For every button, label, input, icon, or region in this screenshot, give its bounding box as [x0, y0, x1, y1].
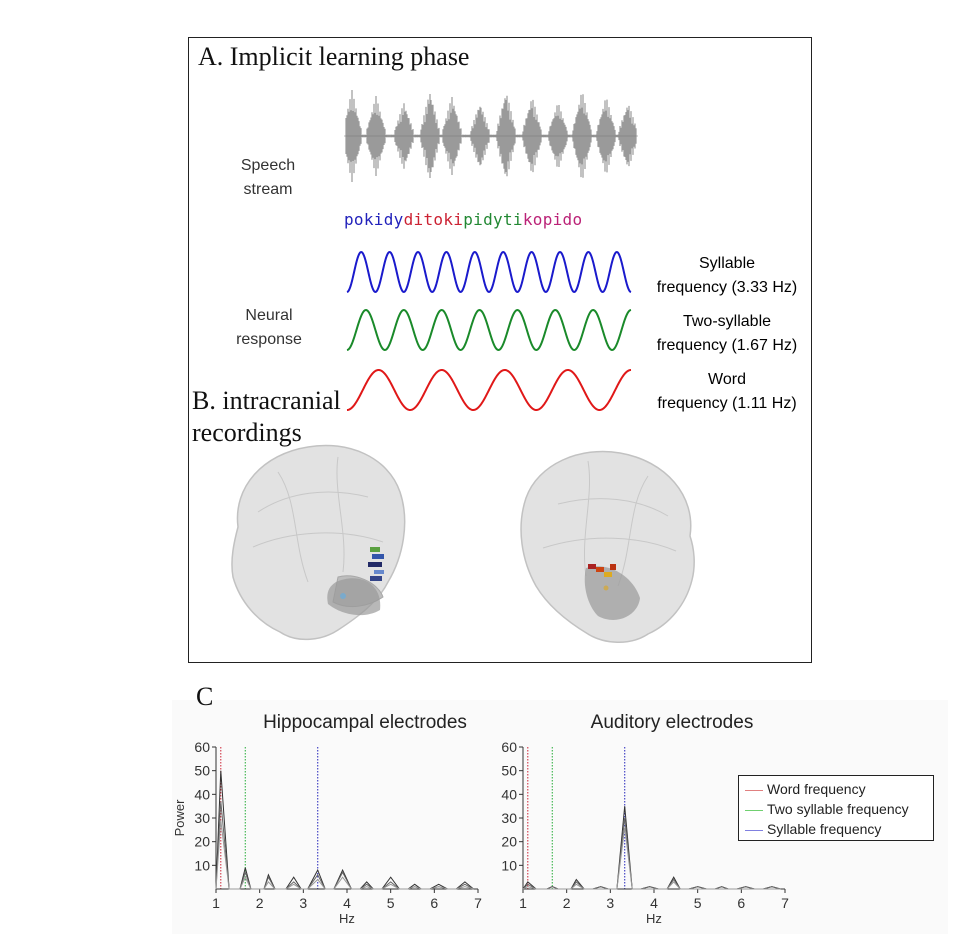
x-tick-label: 5 — [694, 895, 702, 911]
y-tick-label: 30 — [194, 810, 210, 826]
y-tick-label: 50 — [501, 763, 517, 779]
panel-b-title-line2: recordings — [192, 418, 302, 447]
panel-b-title-line1: B. intracranial — [192, 386, 341, 415]
neural-label-line2: response — [236, 331, 302, 348]
neural-response-label: Neural response — [222, 304, 316, 352]
hippocampal-chart: 10 20 30 40 50 60 1 2 3 4 5 6 7Hz Power — [172, 739, 482, 926]
x-axis-label: Hz — [646, 911, 662, 926]
legend-swatch — [745, 789, 763, 791]
x-tick-label: 5 — [387, 895, 395, 911]
x-tick-label: 7 — [781, 895, 789, 911]
spectrum-series-line — [215, 801, 474, 890]
syllable-word-2: ditoki — [403, 210, 464, 229]
legend-item-syllable: Syllable frequency — [745, 821, 881, 837]
figure-frame — [188, 37, 812, 663]
y-tick-label: 40 — [194, 786, 210, 802]
y-tick-label: 50 — [194, 763, 210, 779]
two-syllable-frequency-label: Two-syllable frequency (1.67 Hz) — [627, 310, 827, 358]
speech-stream-label: Speech stream — [226, 154, 310, 202]
speech-label-line1: Speech — [240, 157, 296, 174]
panel-b-title: B. intracranial recordings — [192, 385, 341, 449]
wave-line — [346, 368, 632, 412]
panel-a-title: A. Implicit learning phase — [198, 42, 470, 71]
legend-label: Word frequency — [767, 781, 866, 797]
x-tick-label: 1 — [212, 895, 220, 911]
y-tick-label: 60 — [194, 739, 210, 755]
right-brain-image — [520, 450, 695, 643]
legend-item-word: Word frequency — [745, 781, 866, 797]
wave-label-line1: Word — [708, 371, 746, 388]
legend-label: Two syllable frequency — [767, 801, 909, 817]
x-tick-label: 6 — [737, 895, 745, 911]
wave-line — [346, 250, 632, 294]
wave-label-line2: frequency (1.67 Hz) — [656, 337, 798, 354]
legend-item-two-syllable: Two syllable frequency — [745, 801, 909, 817]
word-frequency-label: Word frequency (1.11 Hz) — [627, 368, 827, 416]
y-axis-label: Power — [172, 799, 187, 837]
x-tick-label: 4 — [343, 895, 351, 911]
wave-label-line1: Syllable — [698, 255, 756, 272]
spectrum-series-line — [522, 827, 781, 890]
auditory-chart: 10 20 30 40 50 60 1 2 3 4 5 6 7Hz — [501, 739, 789, 926]
x-tick-label: 3 — [606, 895, 614, 911]
y-tick-label: 60 — [501, 739, 517, 755]
x-tick-label: 2 — [563, 895, 571, 911]
y-tick-label: 10 — [194, 857, 210, 873]
x-tick-label: 4 — [650, 895, 658, 911]
spectrum-series-line — [215, 770, 474, 890]
syllable-word-1: pokidy — [344, 210, 404, 229]
wave-label-line1: Two-syllable — [682, 313, 772, 330]
legend-swatch — [745, 809, 763, 811]
left-brain-image — [231, 444, 406, 641]
panel-c-label: C — [196, 682, 214, 711]
speech-label-line2: stream — [243, 181, 293, 198]
hippocampal-chart-title: Hippocampal electrodes — [263, 712, 467, 733]
syllable-sequence: pokidyditokipidytikopido — [344, 210, 582, 229]
neural-label-line1: Neural — [245, 307, 293, 324]
y-tick-label: 10 — [501, 857, 517, 873]
wave-label-line2: frequency (1.11 Hz) — [657, 395, 797, 412]
x-tick-label: 1 — [519, 895, 527, 911]
legend-swatch — [745, 829, 763, 831]
x-axis-label: Hz — [339, 911, 355, 926]
x-tick-label: 7 — [474, 895, 482, 911]
y-tick-label: 20 — [501, 834, 517, 850]
y-tick-label: 30 — [501, 810, 517, 826]
spectrum-series-line — [215, 820, 474, 890]
legend-label: Syllable frequency — [767, 821, 882, 837]
y-tick-label: 40 — [501, 786, 517, 802]
wave-line — [346, 308, 632, 352]
x-tick-label: 6 — [430, 895, 438, 911]
x-tick-label: 2 — [256, 895, 264, 911]
auditory-chart-title: Auditory electrodes — [590, 712, 754, 733]
syllable-word-3: pidyti — [463, 210, 523, 229]
syllable-word-4: kopido — [522, 210, 583, 229]
speech-waveform — [344, 90, 638, 182]
neural-waves — [346, 250, 632, 412]
y-tick-label: 20 — [194, 834, 210, 850]
wave-label-line2: frequency (3.33 Hz) — [656, 279, 798, 296]
x-tick-label: 3 — [299, 895, 307, 911]
syllable-frequency-label: Syllable frequency (3.33 Hz) — [627, 252, 827, 300]
chart-legend: Word frequency Two syllable frequency Sy… — [738, 775, 934, 841]
